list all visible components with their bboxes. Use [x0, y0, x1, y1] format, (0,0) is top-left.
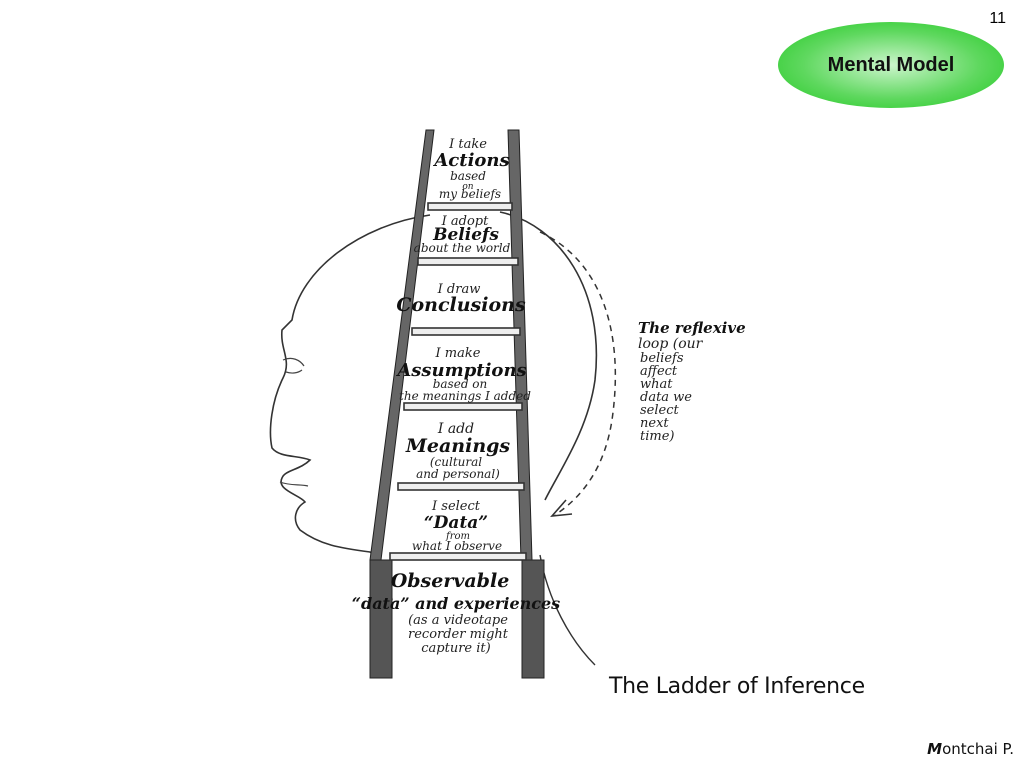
svg-text:affect: affect	[640, 364, 678, 379]
svg-text:my beliefs: my beliefs	[439, 187, 501, 201]
svg-text:time): time)	[640, 429, 674, 444]
reflexive-loop-note: The reflexive loop (our beliefs affect w…	[638, 319, 746, 444]
svg-text:(cultural: (cultural	[430, 455, 482, 469]
reflexive-loop-arrowhead	[550, 499, 573, 517]
svg-text:recorder might: recorder might	[408, 627, 509, 642]
eye-detail	[282, 357, 305, 374]
slide-title: Mental Model	[827, 53, 955, 76]
svg-text:I add: I add	[437, 421, 474, 437]
svg-text:Assumptions: Assumptions	[395, 360, 526, 381]
svg-text:Actions: Actions	[432, 150, 509, 171]
rung-assumptions: I make Assumptions based on the meanings…	[395, 346, 531, 403]
ladder-base-observable: Observable “data” and experiences (as a …	[352, 570, 560, 656]
head-outline	[269, 214, 431, 601]
ladder-rungs	[389, 202, 527, 561]
rung-actions: I take Actions based on my beliefs	[432, 137, 509, 201]
author-initial: M	[927, 740, 943, 758]
svg-text:Conclusions: Conclusions	[396, 294, 526, 316]
svg-text:from: from	[445, 531, 470, 542]
svg-text:what: what	[640, 377, 673, 392]
svg-text:based: based	[450, 169, 486, 183]
svg-text:the meanings I added: the meanings I added	[399, 389, 531, 403]
svg-text:Beliefs: Beliefs	[432, 225, 499, 245]
svg-text:(as a videotape: (as a videotape	[408, 613, 508, 628]
svg-text:capture it): capture it)	[421, 641, 490, 656]
svg-text:about the world: about the world	[414, 241, 511, 255]
author-signature: Montchai P.	[927, 740, 1014, 758]
page-number: 11	[989, 10, 1006, 27]
svg-text:and personal): and personal)	[416, 467, 500, 481]
author-name: ontchai P.	[942, 740, 1014, 758]
reflexive-loop-arrow	[539, 231, 617, 516]
svg-text:I select: I select	[431, 499, 481, 514]
ladder-rails	[369, 129, 545, 679]
svg-text:“Data”: “Data”	[424, 513, 488, 533]
rung-conclusions: I draw Conclusions	[396, 282, 526, 316]
title-badge: Mental Model	[778, 22, 1004, 108]
svg-text:I take: I take	[448, 137, 487, 152]
svg-text:on: on	[462, 182, 473, 192]
svg-text:beliefs: beliefs	[640, 351, 684, 366]
svg-text:data we: data we	[640, 390, 692, 405]
svg-text:Meanings: Meanings	[405, 435, 511, 457]
svg-text:what I observe: what I observe	[412, 539, 502, 553]
svg-text:The reflexive: The reflexive	[638, 319, 746, 337]
svg-text:I make: I make	[435, 346, 481, 361]
svg-text:loop (our: loop (our	[638, 336, 704, 352]
diagram-caption: The Ladder of Inference	[609, 674, 865, 699]
svg-text:select: select	[640, 403, 679, 418]
svg-text:“data” and experiences: “data” and experiences	[352, 594, 560, 613]
rung-meanings: I add Meanings (cultural and personal)	[405, 421, 511, 481]
svg-text:next: next	[640, 416, 669, 431]
rung-beliefs: I adopt Beliefs about the world	[414, 214, 511, 255]
svg-text:based on: based on	[433, 377, 488, 391]
svg-text:I draw: I draw	[437, 282, 481, 297]
svg-text:I adopt: I adopt	[441, 214, 489, 229]
rung-data: I select “Data” from what I observe	[412, 499, 502, 553]
svg-text:Observable: Observable	[391, 570, 510, 592]
mouth-detail	[279, 481, 309, 487]
